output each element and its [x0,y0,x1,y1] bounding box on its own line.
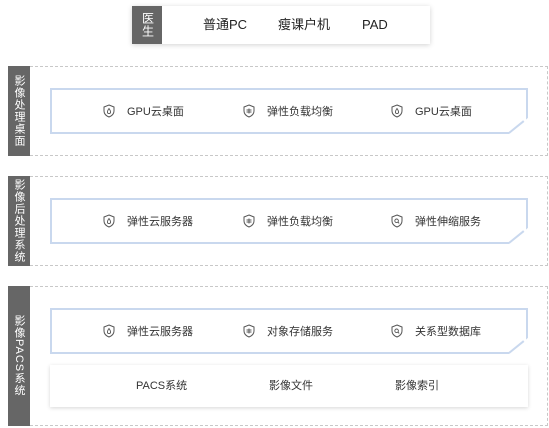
doctor-tag: 医生 [132,6,162,44]
service-card-post-processing: 弹性云服务器 弹性负载均衡 弹性伸缩服务 [50,198,528,244]
service-label: 对象存储服务 [267,326,333,338]
service-item: 弹性伸缩服务 [390,200,481,242]
section-region-post-processing [30,176,548,266]
service-item: 弹性云服务器 [102,200,193,242]
load-balance-shield-icon [243,214,255,228]
section-label-post-processing: 影像后处理系统 [8,176,30,266]
load-balance-shield-icon [243,324,255,338]
search-shield-icon [391,324,403,338]
device-thin-client: 瘦课户机 [278,17,331,32]
drop-shield-icon [103,214,115,228]
service-label: GPU云桌面 [415,106,472,118]
image-files-label: 影像文件 [269,380,313,392]
drop-shield-icon [391,104,403,118]
section-label-imaging-desktop: 影像处理桌面 [8,66,30,156]
drop-shield-icon [103,324,115,338]
service-label: 弹性负载均衡 [267,216,333,228]
pacs-file-bar: PACS系统 影像文件 影像索引 [50,365,528,407]
service-label: 关系型数据库 [415,326,481,338]
service-label: GPU云桌面 [127,106,184,118]
service-label: 弹性负载均衡 [267,106,333,118]
service-label: 弹性伸缩服务 [415,216,481,228]
service-item: 关系型数据库 [390,310,481,352]
section-region-imaging-desktop [30,66,548,156]
load-balance-shield-icon [243,104,255,118]
device-pc: 普通PC [203,17,248,32]
service-item: 弹性负载均衡 [242,90,333,132]
service-card-pacs: 弹性云服务器 对象存储服务 关系型数据库 [50,308,528,354]
section-region-pacs [30,286,548,426]
search-shield-icon [391,214,403,228]
pacs-system-label: PACS系统 [136,380,188,392]
device-pad: PAD [362,17,388,32]
service-item: GPU云桌面 [102,90,184,132]
service-item: 弹性负载均衡 [242,200,333,242]
service-item: 弹性云服务器 [102,310,193,352]
service-item: GPU云桌面 [390,90,472,132]
drop-shield-icon [103,104,115,118]
section-label-pacs: 影像PACS系统 [8,286,30,426]
service-label: 弹性云服务器 [127,216,193,228]
service-item: 对象存储服务 [242,310,333,352]
service-card-imaging-desktop: GPU云桌面 弹性负载均衡 GPU云桌面 [50,88,528,134]
image-index-label: 影像索引 [395,380,439,392]
doctor-device-bar: 医生 普通PC 瘦课户机 PAD [132,6,430,44]
service-label: 弹性云服务器 [127,326,193,338]
